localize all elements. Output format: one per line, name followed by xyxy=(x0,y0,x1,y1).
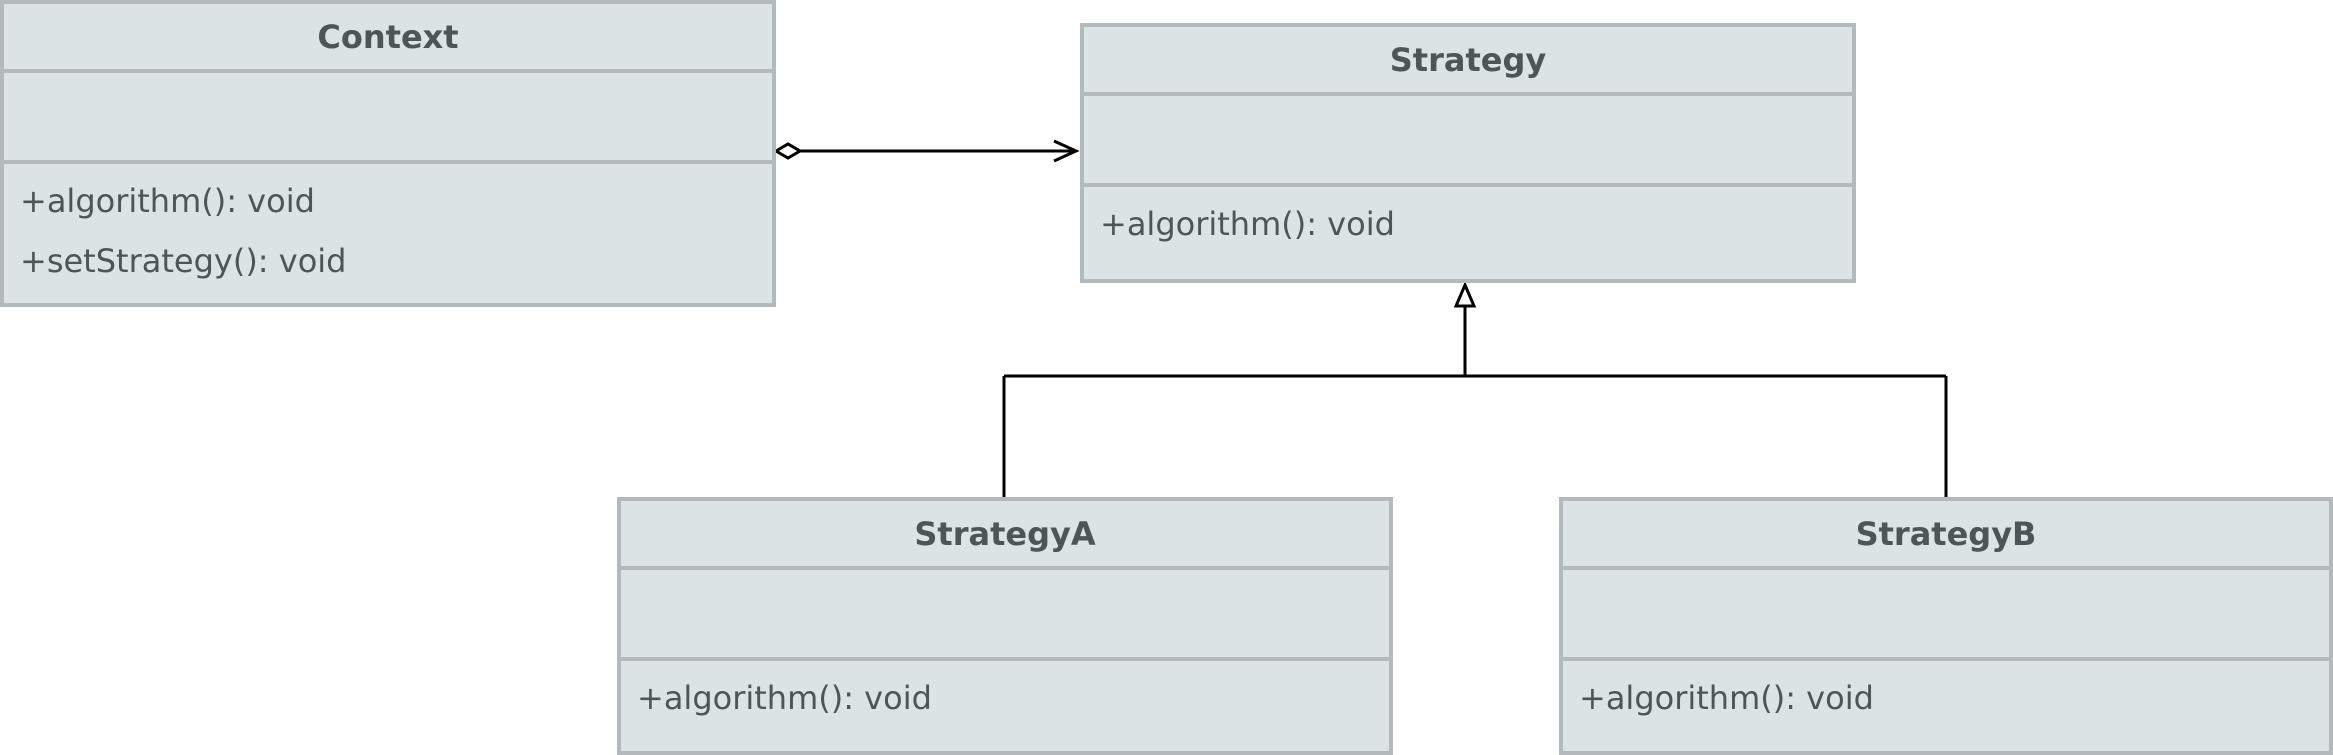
class-box-strategy-a[interactable]: StrategyA +algorithm(): void xyxy=(617,497,1393,755)
class-operations-strategy: +algorithm(): void xyxy=(1084,187,1852,259)
class-box-strategy[interactable]: Strategy +algorithm(): void xyxy=(1080,23,1856,283)
class-operations-strategy-a: +algorithm(): void xyxy=(621,661,1389,733)
class-operations-context: +algorithm(): void +setStrategy(): void xyxy=(4,164,772,296)
operation-set-strategy: +setStrategy(): void xyxy=(20,242,347,280)
class-attributes-strategy-a xyxy=(621,570,1389,661)
inheritance-triangle xyxy=(1453,281,1477,308)
class-box-context[interactable]: Context +algorithm(): void +setStrategy(… xyxy=(0,0,776,307)
class-operations-strategy-b: +algorithm(): void xyxy=(1563,661,2329,733)
navigable-arrowhead xyxy=(1053,139,1080,163)
class-name-context: Context xyxy=(4,4,772,73)
class-attributes-strategy xyxy=(1084,96,1852,187)
aggregation-connector xyxy=(773,139,1080,163)
operation-algorithm: +algorithm(): void xyxy=(1100,205,1395,243)
operation-algorithm: +algorithm(): void xyxy=(637,679,932,717)
aggregation-diamond xyxy=(773,142,803,160)
class-attributes-strategy-b xyxy=(1563,570,2329,661)
operation-algorithm: +algorithm(): void xyxy=(20,182,315,220)
class-name-strategy: Strategy xyxy=(1084,27,1852,96)
operation-algorithm: +algorithm(): void xyxy=(1579,679,1874,717)
class-name-strategy-b: StrategyB xyxy=(1563,501,2329,570)
class-box-strategy-b[interactable]: StrategyB +algorithm(): void xyxy=(1559,497,2333,755)
class-name-strategy-a: StrategyA xyxy=(621,501,1389,570)
class-attributes-context xyxy=(4,73,772,164)
generalization-connector xyxy=(1002,281,1948,497)
